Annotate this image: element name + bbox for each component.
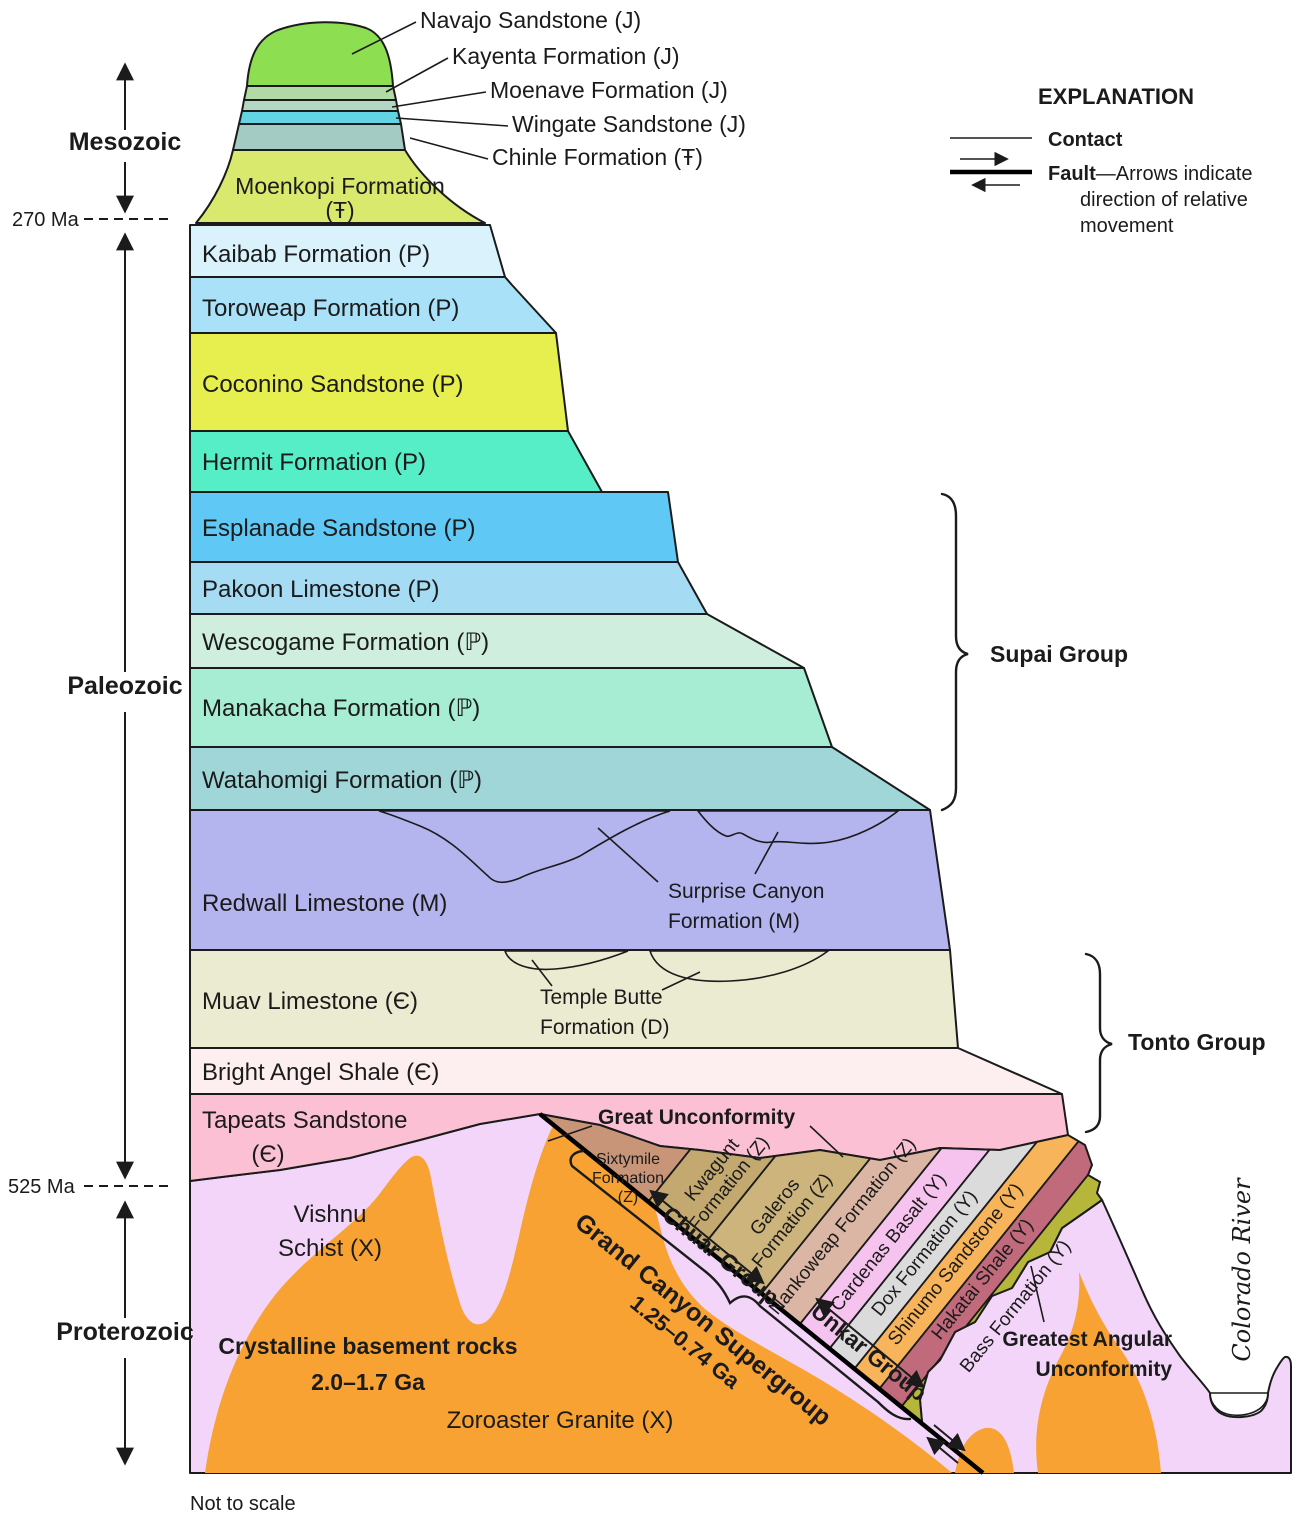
tilted-label-sixtymile-1: Sixtymile — [596, 1151, 660, 1168]
unkar-group-arrow — [815, 1297, 925, 1389]
tilted-supergroup-outline — [539, 1113, 1104, 1425]
cap-wingate — [238, 110, 402, 125]
layer-label-redwall: Redwall Limestone (M) — [202, 890, 447, 917]
cap-label-wingate: Wingate Sandstone (J) — [512, 111, 746, 137]
layer-label-watahomigi: Watahomigi Formation (ℙ) — [202, 767, 482, 794]
era-label-525ma: 525 Ma — [8, 1176, 76, 1198]
cap-navajo — [246, 21, 394, 87]
temple-leader-left — [531, 959, 553, 987]
zoroaster-granite-right-blob — [1036, 1272, 1161, 1473]
butte-fault-line — [538, 1112, 985, 1475]
zoroaster-label: Zoroaster Granite (X) — [447, 1407, 674, 1434]
crystalline-label-line1: Crystalline basement rocks — [218, 1333, 517, 1359]
cap-label-chinle: Chinle Formation (Ŧ) — [492, 144, 703, 170]
group-label-supai: Supai Group — [990, 641, 1128, 667]
layer-label-manakacha: Manakacha Formation (ℙ) — [202, 695, 480, 722]
layer-label-muav: Muav Limestone (Є) — [202, 988, 418, 1015]
supergroup-bracket — [569, 1149, 912, 1421]
moenave-leader — [391, 91, 487, 108]
layer-label-bright-angel: Bright Angel Shale (Є) — [202, 1059, 439, 1086]
kayenta-leader — [385, 57, 449, 93]
surprise-label-line1: Surprise Canyon — [668, 880, 824, 903]
temple-butte-lens-right — [648, 950, 831, 983]
vishnu-label-line1: Vishnu — [294, 1201, 367, 1228]
tilted-label-sixtymile-2: Formation — [592, 1170, 664, 1187]
fault-movement-arrow-right — [933, 1424, 966, 1452]
wingate-leader — [395, 117, 509, 127]
era-label-270ma: 270 Ma — [12, 209, 80, 231]
zoroaster-granite-main-blob — [205, 1113, 952, 1473]
tilted-label-sixtymile-3: (Z) — [618, 1189, 638, 1206]
cap-label-moenave: Moenave Formation (J) — [490, 77, 728, 103]
great-unconformity-label: Great Unconformity — [598, 1106, 796, 1129]
era-label-paleozoic: Paleozoic — [67, 672, 182, 700]
layer-label-pakoon: Pakoon Limestone (P) — [202, 576, 439, 603]
chuar-group-arrow — [649, 1189, 765, 1285]
surprise-canyon-patch-left — [378, 810, 671, 884]
explanation-fault-label-rest: —Arrows indicate — [1096, 163, 1253, 185]
layer-label-wescogame: Wescogame Formation (ℙ) — [202, 629, 489, 656]
greatest-unconformity-line1: Greatest Angular — [1002, 1328, 1172, 1351]
greatest-unconformity-line2: Unconformity — [1036, 1358, 1173, 1381]
layer-label-tapeats: Tapeats Sandstone — [202, 1107, 408, 1134]
cap-chinle — [232, 123, 406, 151]
explanation-fault-label-bold: Fault — [1048, 163, 1096, 185]
greatest-unconformity-leader — [1030, 1265, 1045, 1323]
temple-label-line2: Formation (D) — [540, 1016, 670, 1039]
cap-label-moenkopi-line2: (Ŧ) — [325, 197, 354, 223]
great-unconformity-leader-left — [547, 1125, 593, 1142]
layer-label-esplanade: Esplanade Sandstone (P) — [202, 515, 476, 542]
colorado-river-label: Colorado River — [1228, 1177, 1256, 1362]
colorado-river-water — [1209, 1392, 1269, 1417]
explanation-fault-label: Fault—Arrows indicate — [1048, 163, 1253, 185]
cap-label-kayenta: Kayenta Formation (J) — [452, 43, 680, 69]
layer-label-kaibab: Kaibab Formation (P) — [202, 241, 430, 268]
cap-moenave — [241, 99, 399, 112]
explanation-title: EXPLANATION — [1038, 84, 1194, 109]
chinle-leader — [409, 137, 489, 160]
tonto-group-bracket — [1084, 952, 1113, 1134]
navajo-leader — [351, 21, 417, 55]
temple-label-line1: Temple Butte — [540, 986, 663, 1009]
explanation-contact-label: Contact — [1048, 129, 1123, 151]
layer-redwall — [189, 809, 951, 951]
great-unconformity-leader-right — [809, 1125, 844, 1158]
cap-moenkopi — [195, 149, 486, 224]
temple-leader-right — [661, 971, 701, 991]
footnote-not-to-scale: Not to scale — [190, 1493, 296, 1515]
supai-group-bracket — [940, 492, 969, 812]
explanation-fault-line2: direction of relative — [1080, 189, 1248, 211]
layer-label-tapeats-symbol: (Є) — [251, 1141, 284, 1168]
surprise-leader-left — [597, 827, 659, 883]
surprise-leader-right — [754, 831, 779, 875]
cap-label-moenkopi-line1: Moenkopi Formation — [235, 173, 445, 199]
era-label-proterozoic: Proterozoic — [56, 1318, 194, 1346]
surprise-canyon-patch-right — [696, 810, 901, 845]
layer-label-coconino: Coconino Sandstone (P) — [202, 371, 464, 398]
explanation-fault-line3: movement — [1080, 215, 1174, 237]
layer-label-toroweap: Toroweap Formation (P) — [202, 295, 459, 322]
vishnu-label-line2: Schist (X) — [278, 1235, 382, 1262]
era-label-mesozoic: Mesozoic — [69, 128, 182, 156]
layer-toroweap — [189, 276, 557, 334]
group-label-tonto: Tonto Group — [1128, 1029, 1266, 1055]
surprise-label-line2: Formation (M) — [668, 910, 800, 933]
cap-kayenta — [243, 85, 397, 101]
cap-label-navajo: Navajo Sandstone (J) — [420, 7, 641, 33]
crystalline-label-line2: 2.0–1.7 Ga — [311, 1369, 425, 1395]
temple-butte-lens-left — [503, 950, 629, 971]
fault-movement-arrow-left — [926, 1436, 959, 1464]
layer-label-hermit: Hermit Formation (P) — [202, 449, 426, 476]
